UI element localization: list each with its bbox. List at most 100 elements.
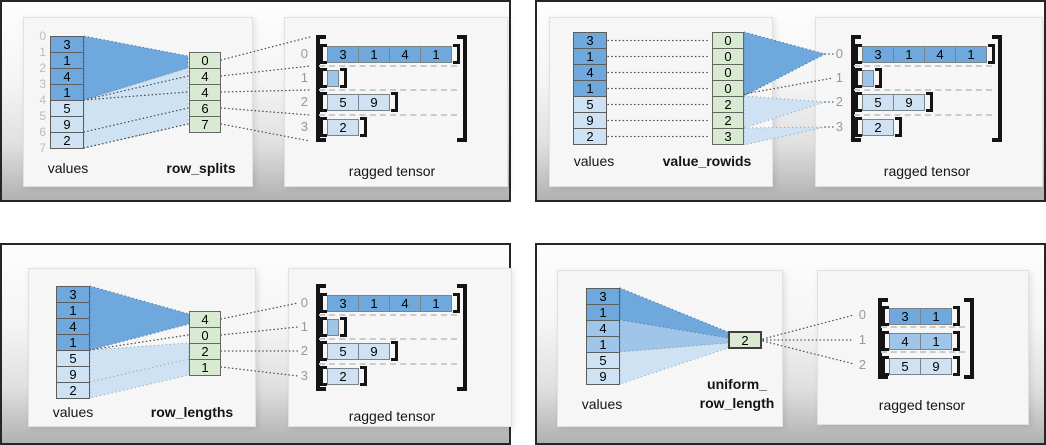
tensor-cell: 1 bbox=[955, 45, 987, 63]
row-bracket-left-icon bbox=[320, 68, 327, 88]
row-bracket-left-icon bbox=[320, 117, 327, 137]
values-cell: 2 bbox=[50, 132, 84, 149]
row-index: 0 bbox=[300, 46, 308, 61]
quadrant-row-splits: 0 1 2 3 4 5 6 7 3 1 4 1 5 9 2 0 4 4 6 7 … bbox=[0, 0, 511, 202]
row-separator bbox=[319, 89, 457, 91]
row-index: 1 bbox=[835, 70, 843, 85]
row-separator bbox=[319, 314, 457, 316]
tensor-cell-empty bbox=[327, 69, 339, 87]
row-bracket-left-icon bbox=[882, 356, 889, 376]
row-index: 1 bbox=[300, 70, 308, 85]
matrix-bracket-left-icon bbox=[316, 284, 326, 391]
values-cell: 9 bbox=[573, 112, 607, 129]
tensor-row: 3 1 bbox=[882, 306, 960, 326]
values-cell: 1 bbox=[586, 304, 620, 321]
row-index: 1 bbox=[858, 332, 866, 347]
tensor-cell: 1 bbox=[920, 307, 952, 325]
tensor-cell: 1 bbox=[358, 294, 390, 312]
values-cell: 4 bbox=[586, 320, 620, 337]
values-cell: 4 bbox=[56, 318, 90, 335]
matrix-bracket-right-icon bbox=[964, 298, 974, 379]
values-cell: 9 bbox=[50, 116, 84, 133]
tensor-row: 2 bbox=[320, 117, 367, 137]
tensor-cell: 1 bbox=[358, 45, 390, 63]
key-cell: 3 bbox=[712, 128, 744, 145]
tensor-cell: 5 bbox=[862, 93, 894, 111]
values-cell: 2 bbox=[56, 382, 90, 399]
key-label: row_lengths bbox=[150, 404, 234, 420]
values-cell: 5 bbox=[56, 350, 90, 367]
tensor-cell: 2 bbox=[327, 118, 359, 136]
tensor-cell: 5 bbox=[327, 93, 359, 111]
tensor-cell-empty bbox=[327, 318, 339, 336]
key-cell: 4 bbox=[189, 68, 221, 85]
tensor-label: ragged tensor bbox=[883, 163, 971, 179]
row-bracket-left-icon bbox=[320, 92, 327, 112]
tensor-row: 5 9 bbox=[320, 341, 398, 361]
tensor-cell: 3 bbox=[862, 45, 894, 63]
values-cell: 5 bbox=[573, 96, 607, 113]
row-bracket-right-icon bbox=[953, 356, 960, 376]
row-separator bbox=[854, 114, 992, 116]
row-index: 0 bbox=[835, 46, 843, 61]
quadrant-row-lengths: 3 1 4 1 5 9 2 4 0 2 1 values row_lengths… bbox=[0, 243, 512, 445]
key-cell: 0 bbox=[712, 48, 744, 65]
values-cell: 2 bbox=[573, 128, 607, 145]
tensor-label: ragged tensor bbox=[878, 397, 966, 413]
tensor-cell: 5 bbox=[327, 342, 359, 360]
row-index: 3 bbox=[835, 119, 843, 134]
key-label: row_splits bbox=[166, 160, 236, 176]
tensor-cell: 1 bbox=[420, 45, 452, 63]
boundary-index: 6 bbox=[39, 125, 46, 139]
row-bracket-left-icon bbox=[855, 68, 862, 88]
matrix-bracket-right-icon bbox=[457, 284, 467, 391]
row-index: 1 bbox=[300, 319, 308, 334]
tensor-row-empty bbox=[855, 68, 882, 88]
row-bracket-left-icon bbox=[855, 117, 862, 137]
row-bracket-right-icon bbox=[953, 306, 960, 326]
tensor-row: 2 bbox=[855, 117, 902, 137]
values-cell: 9 bbox=[56, 366, 90, 383]
row-bracket-right-icon bbox=[988, 44, 995, 64]
matrix-bracket-left-icon bbox=[851, 35, 861, 142]
row-bracket-right-icon bbox=[391, 92, 398, 112]
tensor-row: 4 1 bbox=[882, 331, 960, 351]
row-bracket-right-icon bbox=[340, 317, 347, 337]
row-separator bbox=[854, 65, 992, 67]
row-index: 0 bbox=[858, 307, 866, 322]
tensor-row: 5 9 bbox=[882, 356, 960, 376]
matrix-bracket-right-icon bbox=[457, 35, 467, 142]
values-cell: 3 bbox=[56, 286, 90, 303]
key-cell: 2 bbox=[728, 331, 762, 349]
row-index: 3 bbox=[300, 119, 308, 134]
key-cell: 6 bbox=[189, 100, 221, 117]
tensor-cell: 3 bbox=[889, 307, 921, 325]
tensor-cell: 1 bbox=[893, 45, 925, 63]
tensor-cell: 1 bbox=[920, 332, 952, 350]
boundary-index: 3 bbox=[39, 77, 46, 91]
row-bracket-left-icon bbox=[855, 44, 862, 64]
tensor-cell: 4 bbox=[924, 45, 956, 63]
key-cell: 7 bbox=[189, 116, 221, 133]
row-separator bbox=[854, 89, 992, 91]
tensor-cell: 2 bbox=[862, 118, 894, 136]
tensor-cell-empty bbox=[862, 69, 874, 87]
row-bracket-right-icon bbox=[895, 117, 902, 137]
tensor-cell: 2 bbox=[327, 367, 359, 385]
matrix-bracket-left-icon bbox=[316, 35, 326, 142]
row-bracket-right-icon bbox=[360, 366, 367, 386]
row-bracket-right-icon bbox=[926, 92, 933, 112]
tensor-cell: 9 bbox=[358, 93, 390, 111]
tensor-row: 2 bbox=[320, 366, 367, 386]
values-cell: 4 bbox=[573, 64, 607, 81]
row-bracket-left-icon bbox=[320, 341, 327, 361]
key-label: value_rowids bbox=[662, 153, 752, 169]
row-bracket-right-icon bbox=[453, 44, 460, 64]
tensor-row: 5 9 bbox=[855, 92, 933, 112]
row-bracket-left-icon bbox=[320, 366, 327, 386]
row-index: 2 bbox=[300, 343, 308, 358]
tensor-cell: 9 bbox=[893, 93, 925, 111]
row-separator bbox=[319, 338, 457, 340]
values-cell: 4 bbox=[50, 68, 84, 85]
key-label-line2: row_length bbox=[699, 395, 775, 411]
